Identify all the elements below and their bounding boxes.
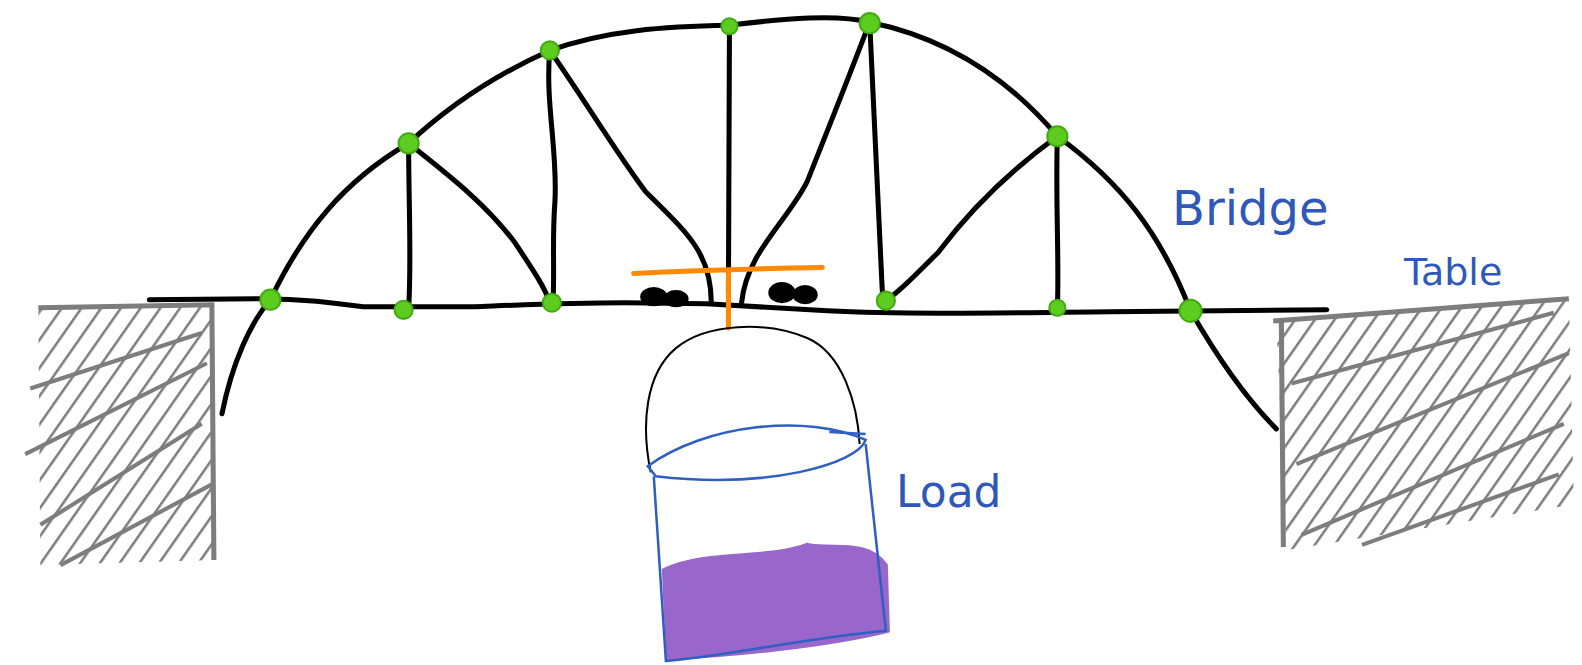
joint-dot — [1049, 300, 1065, 316]
truss-member — [409, 143, 410, 307]
joint-dot — [541, 41, 559, 59]
truss-member — [870, 22, 883, 301]
wheel — [770, 284, 794, 302]
table-outline — [1273, 299, 1569, 547]
hanger-t-bar — [634, 267, 823, 328]
label-box: Bridge — [1172, 182, 1328, 235]
joint-dot — [877, 292, 895, 310]
bridge-deck — [149, 299, 1326, 314]
joint-dot — [260, 290, 280, 310]
wheel — [794, 287, 816, 303]
joint-dot — [399, 133, 419, 153]
bridge-arch — [222, 18, 1276, 429]
truss-member — [549, 50, 556, 302]
label-box: Table — [1404, 252, 1502, 294]
right-table — [1273, 299, 1574, 550]
label-box: Load — [896, 468, 1002, 516]
truss-member — [728, 25, 729, 292]
truss-member — [1057, 136, 1058, 308]
truss-member — [886, 136, 1058, 300]
part-label: Table — [1404, 250, 1502, 294]
bucket-rim — [829, 432, 865, 434]
truss-member — [742, 22, 870, 303]
wheel — [665, 292, 687, 306]
bridge-truss — [149, 18, 1326, 429]
table-hatch — [1276, 299, 1574, 550]
joint-dot — [721, 18, 737, 34]
part-label: Bridge — [1172, 180, 1328, 236]
wheel — [642, 289, 666, 305]
bucket-rim — [648, 426, 866, 480]
bucket-body — [654, 444, 886, 661]
table-scribble — [1291, 313, 1568, 545]
truss-member — [409, 143, 550, 302]
joint-dot — [543, 294, 561, 312]
hanger-cart — [634, 267, 823, 328]
bucket-handle — [646, 327, 860, 472]
truss-member — [550, 50, 711, 302]
joint-dot — [394, 301, 412, 319]
joint-dot — [1179, 300, 1201, 322]
table-scribble — [25, 333, 212, 565]
load-bucket — [646, 327, 888, 661]
left-table — [25, 305, 214, 565]
joint-dot — [860, 13, 880, 33]
joint-dot — [1047, 126, 1067, 146]
load-fill — [664, 545, 888, 658]
part-label: Load — [896, 466, 1002, 517]
